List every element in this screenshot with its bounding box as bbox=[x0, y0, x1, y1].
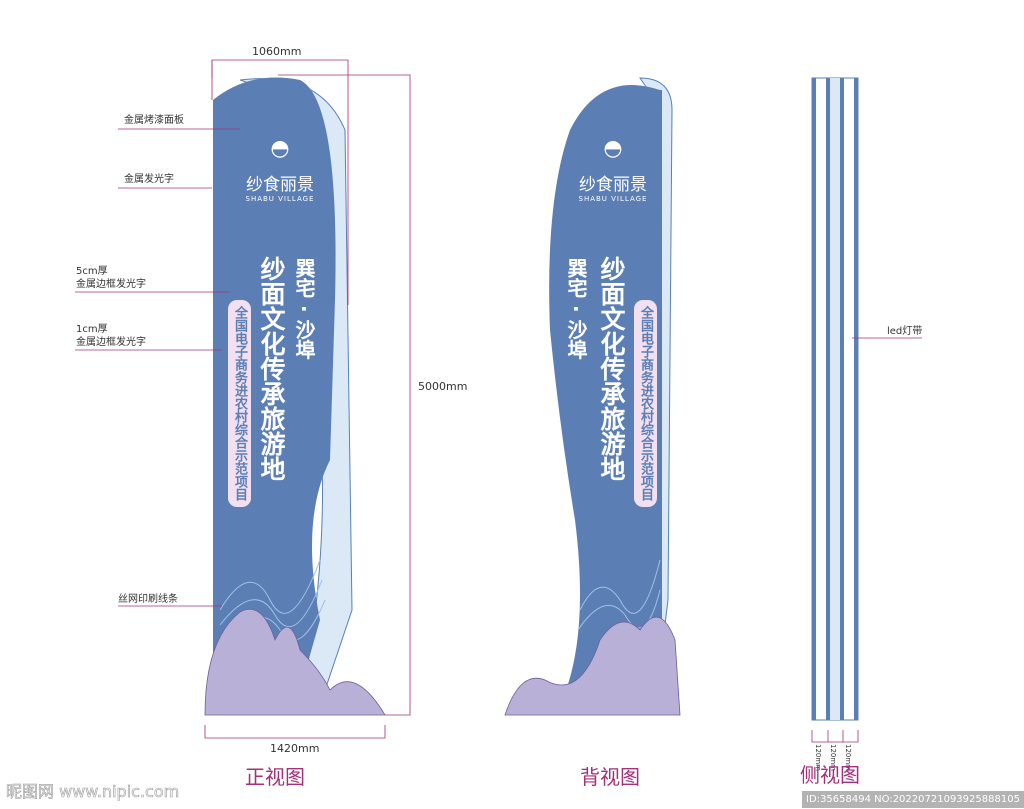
callout-1cm-line2: 金属边框发光字 bbox=[76, 337, 146, 348]
callout-5cm-line1: 5cm厚 bbox=[76, 266, 108, 277]
callout-5cm-line2: 金属边框发光字 bbox=[76, 279, 146, 290]
front-view bbox=[204, 77, 386, 716]
caption-side: 侧视图 bbox=[800, 763, 860, 787]
side-dim-1: 120mm bbox=[814, 744, 822, 771]
callout-1cm: 1cm厚金属边框发光字 bbox=[76, 323, 146, 349]
watermark-right: ID:35658494 NO:20220721093925888105 bbox=[802, 791, 1024, 808]
caption-back: 背视图 bbox=[580, 765, 640, 789]
callout-1cm-line1: 1cm厚 bbox=[76, 324, 108, 335]
width-dimension: 1060mm bbox=[252, 45, 302, 58]
height-dimension: 5000mm bbox=[418, 380, 468, 393]
side-dim-3: 120mm bbox=[844, 744, 852, 771]
back-brand-en: SHABU VILLAGE bbox=[578, 195, 648, 203]
front-brand-en: SHABU VILLAGE bbox=[245, 195, 315, 203]
watermark-left: 昵图网 www.nipic.com bbox=[6, 782, 180, 802]
side-view bbox=[811, 77, 859, 721]
caption-front: 正视图 bbox=[245, 765, 305, 789]
front-brand-cn: 纱食丽景 bbox=[246, 175, 314, 195]
back-mountains bbox=[504, 616, 681, 716]
back-title: 纱面文化传承旅游地 bbox=[597, 256, 626, 481]
callout-panel: 金属烤漆面板 bbox=[124, 115, 184, 126]
back-panel bbox=[549, 85, 662, 705]
front-badge: 全国电子商务进农村综合示范项目 bbox=[228, 300, 251, 507]
side-dim-2: 120mm bbox=[829, 744, 837, 771]
callout-logo-letters: 金属发光字 bbox=[124, 174, 174, 185]
dimension-lines bbox=[75, 59, 922, 743]
base-dimension: 1420mm bbox=[270, 742, 320, 755]
callout-screen-lines: 丝网印刷线条 bbox=[118, 594, 178, 605]
back-subtitle: 巽宅 · 沙埠 bbox=[564, 258, 588, 360]
callout-led: led灯带 bbox=[887, 326, 923, 337]
front-logo: ◓ 纱食丽景 SHABU VILLAGE bbox=[240, 136, 320, 204]
bowl-mountain-icon: ◓ bbox=[270, 136, 290, 161]
callout-5cm: 5cm厚金属边框发光字 bbox=[76, 265, 146, 291]
back-brand-cn: 纱食丽景 bbox=[579, 175, 647, 195]
front-title: 纱面文化传承旅游地 bbox=[257, 256, 286, 481]
back-wave-lines bbox=[577, 559, 661, 631]
front-panel bbox=[213, 77, 336, 690]
bowl-mountain-icon: ◓ bbox=[603, 136, 623, 161]
front-mountains bbox=[204, 608, 386, 716]
back-badge: 全国电子商务进农村综合示范项目 bbox=[634, 300, 657, 507]
back-logo: ◓ 纱食丽景 SHABU VILLAGE bbox=[573, 136, 653, 204]
front-subtitle: 巽宅 · 沙埠 bbox=[292, 258, 316, 360]
